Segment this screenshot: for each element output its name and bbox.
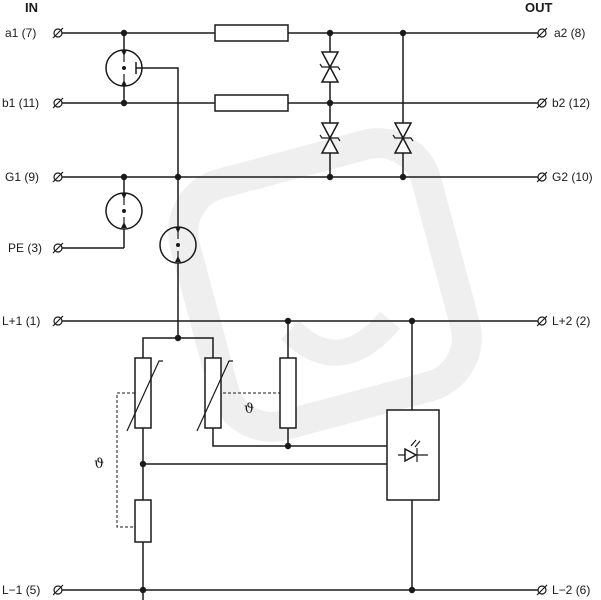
main-wires bbox=[62, 32, 538, 591]
plug-logo-watermark-icon bbox=[168, 128, 482, 442]
thermal-symbol-left: ϑ bbox=[94, 456, 104, 472]
gas-discharge-tube-icon bbox=[105, 33, 179, 177]
out-header: OUT bbox=[525, 0, 553, 15]
bidirectional-tvs-diode-icon bbox=[392, 33, 414, 177]
junction-dots bbox=[120, 29, 416, 594]
terminal-label-lp1: L+1 (1) bbox=[2, 314, 40, 328]
thermal-fuse-right bbox=[279, 357, 297, 429]
led-diode-icon bbox=[398, 439, 428, 463]
varistor-icon bbox=[126, 357, 163, 432]
thermal-coupling-left bbox=[116, 392, 135, 528]
resistor-b bbox=[214, 94, 289, 112]
terminal-label-a1: a1 (7) bbox=[5, 26, 36, 40]
terminal-label-b2: b2 (12) bbox=[552, 96, 590, 110]
power-wires bbox=[142, 321, 413, 600]
gas-discharge-tube-icon bbox=[159, 177, 197, 338]
terminal-label-g2: G2 (10) bbox=[552, 170, 593, 184]
led-indicator-module bbox=[386, 409, 440, 501]
varistor-icon bbox=[196, 357, 233, 432]
terminal-label-lm1: L−1 (5) bbox=[2, 583, 40, 597]
terminal-label-pe: PE (3) bbox=[8, 241, 42, 255]
thermal-symbol-right: ϑ bbox=[244, 401, 254, 417]
terminal-label-lp2: L+2 (2) bbox=[552, 314, 590, 328]
terminal-label-lm2: L−2 (6) bbox=[552, 583, 590, 597]
gas-discharge-tube-icon bbox=[105, 177, 143, 248]
terminal-label-g1: G1 (9) bbox=[5, 170, 39, 184]
bidirectional-tvs-diode-icon bbox=[319, 33, 341, 177]
thermal-fuse-left bbox=[134, 499, 152, 543]
in-header: IN bbox=[25, 0, 38, 15]
terminal-label-b1: b1 (11) bbox=[2, 96, 39, 110]
terminal-label-a2: a2 (8) bbox=[554, 26, 585, 40]
resistor-a bbox=[214, 24, 289, 42]
